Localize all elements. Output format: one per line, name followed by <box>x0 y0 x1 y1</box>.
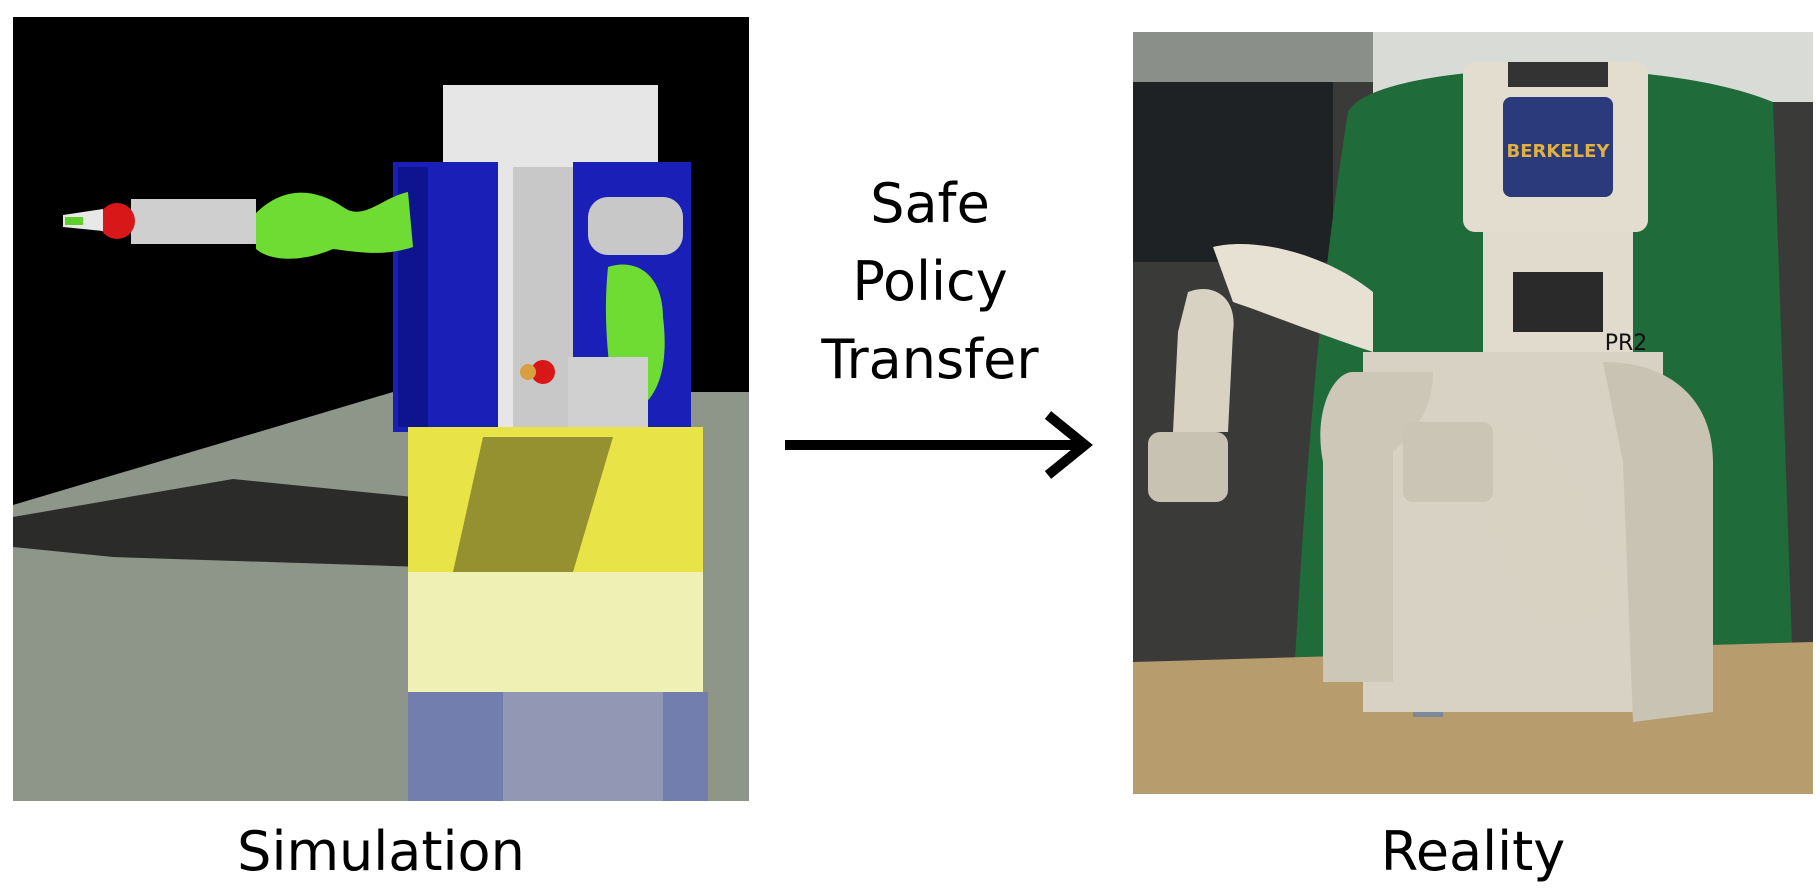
mast-shading <box>513 167 573 437</box>
simulation-image <box>13 17 749 801</box>
gripper-left-tip <box>65 217 83 225</box>
simulation-scene <box>13 17 749 801</box>
arrow-head <box>1044 411 1093 479</box>
robot-badge: PR2 <box>1605 331 1648 356</box>
robot-right-column <box>1603 362 1713 722</box>
sim-table-reflection <box>408 572 703 692</box>
reality-caption: Reality <box>1380 820 1566 883</box>
transfer-arrow <box>780 410 1100 480</box>
simulation-caption: Simulation <box>237 820 525 883</box>
neck-sensor <box>1513 272 1603 332</box>
gripper-right-tip <box>520 364 536 380</box>
arrow-right-icon <box>785 411 1093 479</box>
head-camera-bar <box>1508 62 1608 87</box>
robot-left-upper-arm <box>1213 244 1373 352</box>
head-logo-text: BERKELEY <box>1507 141 1611 162</box>
upper-arm-left <box>256 192 413 259</box>
robot-left-gripper <box>1148 432 1228 502</box>
ceiling-area <box>1133 32 1373 82</box>
gripper-right-joint <box>531 360 555 384</box>
table-shadow <box>453 437 613 572</box>
reality-scene: BERKELEY PR2 <box>1133 32 1813 794</box>
robot-left-forearm <box>1173 288 1234 432</box>
monitor-left <box>1133 82 1333 262</box>
floor-shadow <box>13 479 423 567</box>
transfer-line-3: Transfer <box>821 328 1039 391</box>
robot-right-gripper <box>1403 422 1493 502</box>
shoulder-right <box>588 197 683 255</box>
gripper-left-joint <box>99 203 135 239</box>
transfer-label: Safe Policy Transfer <box>790 165 1070 399</box>
reality-photo: BERKELEY PR2 <box>1133 32 1813 794</box>
robot-left-shoulder <box>1320 372 1433 682</box>
transfer-line-2: Policy <box>852 250 1008 313</box>
forearm-left <box>131 199 256 244</box>
wrist-right <box>568 357 648 427</box>
head-logo-plate <box>1503 97 1613 197</box>
transfer-line-1: Safe <box>870 172 990 235</box>
mast-reflection <box>503 692 663 801</box>
